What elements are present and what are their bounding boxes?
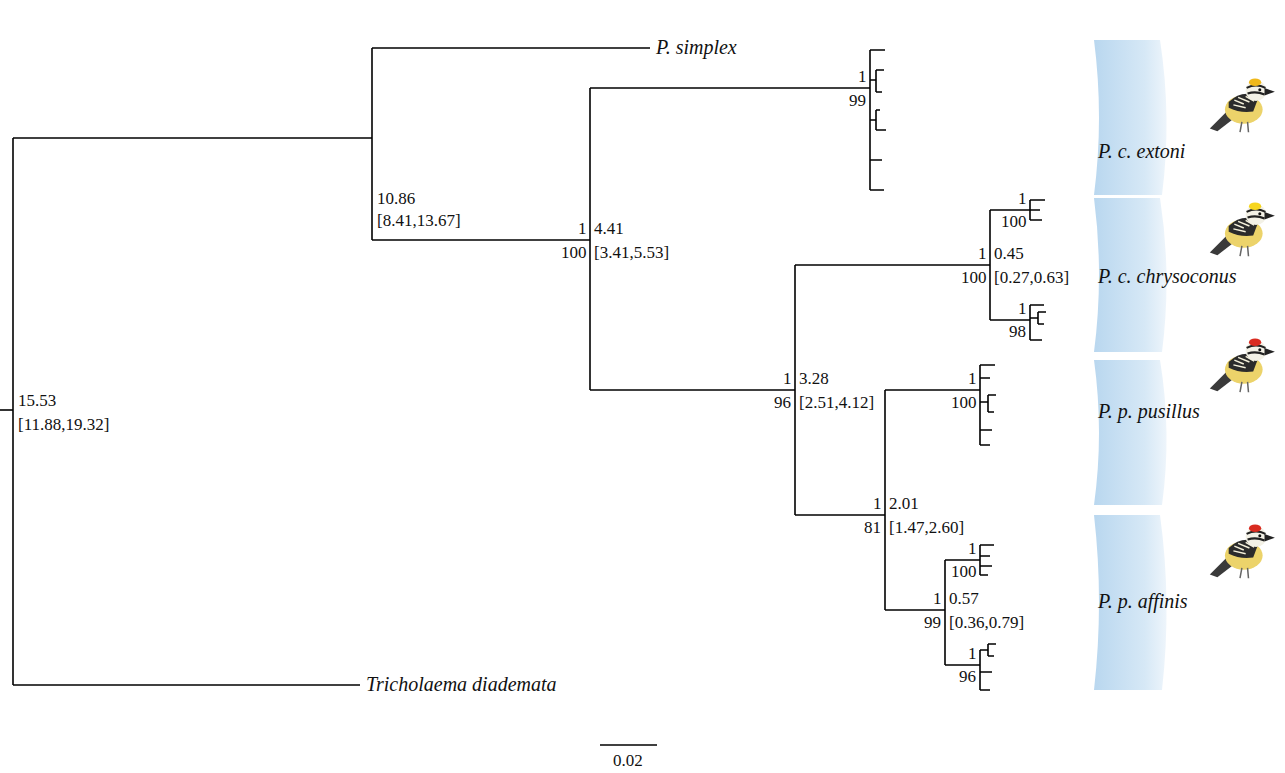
node-age: 15.53 — [18, 392, 56, 409]
support-value: 1 — [968, 370, 977, 387]
band-fill — [1094, 360, 1167, 505]
node-age: 3.28 — [799, 370, 829, 387]
support-value: 1 — [968, 540, 977, 557]
band-fill — [1094, 40, 1167, 195]
support-value: 1 — [578, 220, 587, 237]
scale-label: 0.02 — [613, 752, 643, 769]
bird-illustration — [1210, 338, 1275, 392]
band-shape — [1088, 40, 1196, 195]
tree-branches — [0, 48, 1046, 745]
age-interval: [3.41,5.53] — [594, 244, 669, 261]
support-value: 100 — [951, 563, 977, 580]
support-value: 100 — [1001, 213, 1027, 230]
clade-band: P. c. chrysoconus — [1088, 198, 1247, 352]
clade-name: P. c. chrysoconus — [1098, 265, 1237, 287]
node-age: 0.45 — [994, 245, 1024, 262]
node-age: 10.86 — [377, 190, 415, 207]
support-value: 98 — [1009, 323, 1026, 340]
age-interval: [1.47,2.60] — [889, 519, 964, 536]
band-shape — [1088, 360, 1210, 505]
clade-band: P. p. affinis — [1088, 515, 1198, 690]
support-value: 1 — [968, 645, 977, 662]
clade-name: P. c. extoni — [1098, 140, 1185, 162]
clade-band: P. c. extoni — [1088, 40, 1196, 195]
clade-band: P. p. pusillus — [1088, 360, 1210, 505]
support-value: 81 — [864, 519, 881, 536]
taxon-label: P. simplex — [656, 37, 737, 57]
support-value: 100 — [561, 244, 587, 261]
support-value: 99 — [924, 614, 941, 631]
clade-name: P. p. pusillus — [1098, 400, 1200, 422]
node-age: 0.57 — [949, 590, 979, 607]
bird-illustration — [1210, 524, 1275, 578]
support-value: 1 — [1018, 300, 1027, 317]
age-interval: [0.27,0.63] — [994, 269, 1069, 286]
support-value: 96 — [774, 394, 791, 411]
support-value: 100 — [951, 394, 977, 411]
clade-name: P. p. affinis — [1098, 590, 1188, 612]
support-value: 96 — [959, 668, 976, 685]
support-value: 99 — [849, 92, 866, 109]
node-age: 2.01 — [889, 495, 919, 512]
support-value: 1 — [933, 590, 942, 607]
age-interval: [2.51,4.12] — [799, 394, 874, 411]
support-value: 1 — [1018, 190, 1027, 207]
age-interval: [11.88,19.32] — [18, 416, 109, 433]
age-interval: [0.36,0.79] — [949, 614, 1024, 631]
node-age: 4.41 — [594, 220, 624, 237]
age-interval: [8.41,13.67] — [377, 212, 461, 229]
taxon-label: Tricholaema diademata — [366, 674, 557, 694]
support-value: 1 — [873, 495, 882, 512]
support-value: 1 — [978, 245, 987, 262]
bird-illustration — [1210, 202, 1275, 256]
support-value: 1 — [858, 68, 867, 85]
support-value: 100 — [961, 269, 987, 286]
bird-illustration — [1210, 78, 1275, 132]
support-value: 1 — [783, 370, 792, 387]
